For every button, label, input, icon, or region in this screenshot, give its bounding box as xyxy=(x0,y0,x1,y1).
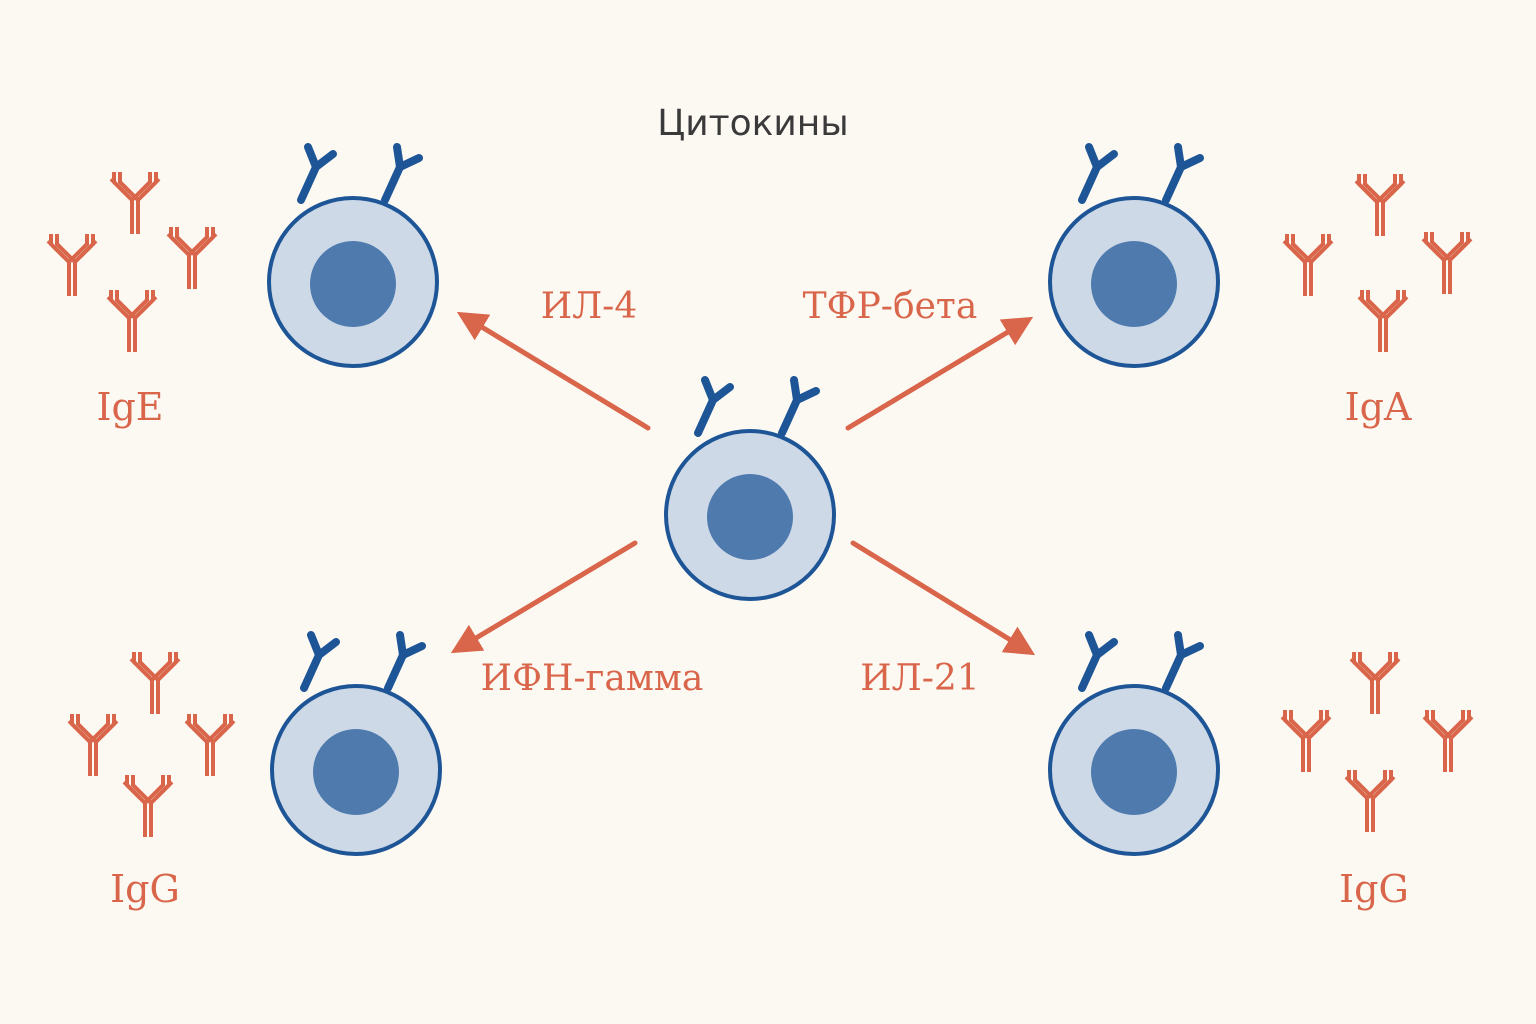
antibody-label-bottom-right: IgG xyxy=(1339,867,1409,911)
antibody-cluster-top-left xyxy=(46,170,218,354)
antibody-icon xyxy=(109,170,161,236)
antibody-cluster-top-right xyxy=(1282,172,1473,354)
cytokine-label-tgf-beta: ТФР-бета xyxy=(803,286,978,327)
center-b-cell-icon xyxy=(666,380,834,599)
antibody-icon xyxy=(1421,230,1473,296)
antibody-label-top-right: IgA xyxy=(1345,385,1412,429)
b-cell-icon-top-left xyxy=(269,147,437,366)
antibody-cluster-bottom-left xyxy=(67,650,236,839)
antibody-icon xyxy=(184,712,236,778)
antibody-cluster-bottom-right xyxy=(1280,650,1474,834)
cytokine-label-ifn-gamma: ИФН-гамма xyxy=(481,658,704,699)
antibody-icon xyxy=(166,225,218,291)
antibody-icon xyxy=(1280,708,1332,774)
antibody-icon xyxy=(1282,232,1334,298)
antibody-icon xyxy=(106,288,158,354)
antibody-label-top-left: IgE xyxy=(96,385,163,429)
antibody-label-bottom-left: IgG xyxy=(110,867,180,911)
arrows xyxy=(450,311,1036,656)
arrow-to-top-left xyxy=(456,311,651,431)
b-cell-icon-bottom-right xyxy=(1050,635,1218,854)
b-cell-icon-bottom-left xyxy=(272,635,440,854)
antibody-icon xyxy=(1422,708,1474,774)
arrow-to-bottom-right xyxy=(850,540,1036,656)
cytokine-label-il4: ИЛ-4 xyxy=(541,286,638,327)
antibody-icon xyxy=(67,712,119,778)
b-cell-icon-top-right xyxy=(1050,147,1218,366)
antibody-icon xyxy=(1354,172,1406,238)
antibody-icon xyxy=(46,232,98,298)
antibody-icon xyxy=(1349,650,1401,716)
cytokine-label-il21: ИЛ-21 xyxy=(860,658,979,699)
antibody-icon xyxy=(122,773,174,839)
antibody-icon xyxy=(1344,768,1396,834)
arrow-to-bottom-left xyxy=(450,540,638,654)
antibody-icon xyxy=(129,650,181,716)
antibody-icon xyxy=(1357,288,1409,354)
diagram-title: Цитокины xyxy=(657,103,848,144)
arrow-to-top-right xyxy=(845,316,1034,431)
